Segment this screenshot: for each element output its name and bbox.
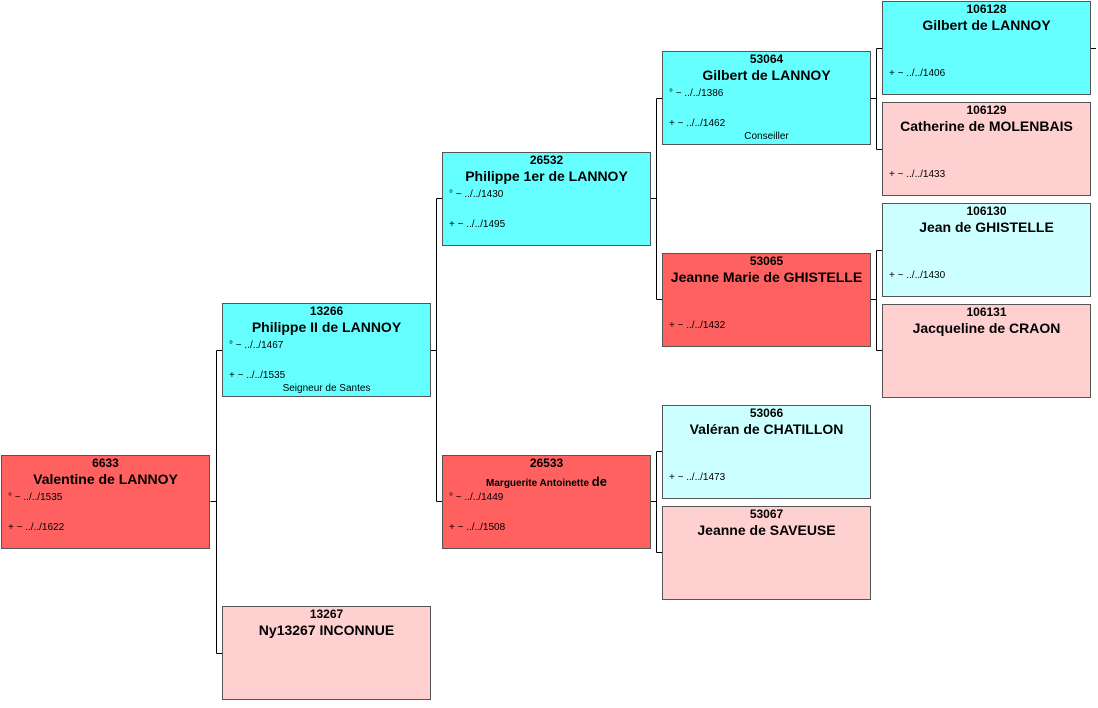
person-card-26532[interactable]: 26532 Philippe 1er de LANNOY ° ~ ../../1… <box>442 152 651 246</box>
person-card-106129[interactable]: 106129 Catherine de MOLENBAIS + ~ ../../… <box>882 102 1091 196</box>
death-date: + ~ ../../1495 <box>449 219 506 230</box>
sosa-number: 6633 <box>92 456 119 470</box>
sosa-number: 106129 <box>966 103 1007 117</box>
birth-date: ° ~ ../../1430 <box>449 189 504 200</box>
death-date: + ~ ../../1508 <box>449 522 506 533</box>
person-card-13267[interactable]: 13267 Ny13267 INCONNUE <box>222 606 431 700</box>
person-name: Jacqueline de CRAON <box>912 320 1061 336</box>
person-name: Philippe 1er de LANNOY <box>465 168 628 184</box>
person-name: Gilbert de LANNOY <box>702 67 831 83</box>
death-date: + ~ ../../1535 <box>229 370 286 381</box>
birth-date: ° ~ ../../1449 <box>449 492 504 503</box>
death-date: + ~ ../../1622 <box>8 522 65 533</box>
death-date: + ~ ../../1462 <box>669 118 726 129</box>
person-name: Valentine de LANNOY <box>33 471 178 487</box>
death-date: + ~ ../../1433 <box>889 169 946 180</box>
person-name: Jeanne Marie de GHISTELLE <box>670 269 863 285</box>
person-name: Catherine de MOLENBAIS <box>900 118 1073 134</box>
death-date: + ~ ../../1430 <box>889 270 946 281</box>
sosa-number: 53065 <box>749 254 784 268</box>
person-card-53065[interactable]: 53065 Jeanne Marie de GHISTELLE + ~ ../.… <box>662 253 871 347</box>
sosa-number: 26532 <box>529 153 564 167</box>
person-name: Philippe II de LANNOY <box>251 319 402 335</box>
person-card-6633[interactable]: 6633 Valentine de LANNOY ° ~ ../../1535 … <box>1 455 210 549</box>
sosa-number: 106128 <box>966 2 1007 16</box>
person-card-53064[interactable]: 53064 Gilbert de LANNOY ° ~ ../../1386 +… <box>662 51 871 145</box>
person-name: Jean de GHISTELLE <box>919 219 1054 235</box>
person-name: Marguerite Antoinette de <box>443 473 650 492</box>
occupation-note: Conseiller <box>744 131 789 142</box>
person-name: Ny13267 INCONNUE <box>258 622 395 638</box>
occupation-note: Seigneur de Santes <box>282 383 371 394</box>
person-card-13266[interactable]: 13266 Philippe II de LANNOY ° ~ ../../14… <box>222 303 431 397</box>
person-name: Valéran de CHATILLON <box>689 421 844 437</box>
birth-date: ° ~ ../../1535 <box>8 492 63 503</box>
sosa-number: 106131 <box>966 305 1007 319</box>
birth-date: ° ~ ../../1386 <box>669 88 724 99</box>
sosa-number: 53067 <box>749 507 784 521</box>
sosa-number: 106130 <box>966 204 1007 218</box>
person-name-main: Marguerite Antoinette <box>486 478 589 489</box>
birth-date: ° ~ ../../1467 <box>229 340 284 351</box>
person-name: Gilbert de LANNOY <box>922 17 1051 33</box>
death-date: + ~ ../../1432 <box>669 320 726 331</box>
sosa-number: 13266 <box>309 304 344 318</box>
person-card-106131[interactable]: 106131 Jacqueline de CRAON <box>882 304 1091 398</box>
person-name: Jeanne de SAVEUSE <box>697 522 836 538</box>
person-card-26533[interactable]: 26533 Marguerite Antoinette de ° ~ ../..… <box>442 455 651 549</box>
person-name-tail: de <box>591 474 607 489</box>
person-card-106128[interactable]: 106128 Gilbert de LANNOY + ~ ../../1406 <box>882 1 1091 95</box>
sosa-number: 53064 <box>749 52 784 66</box>
person-card-106130[interactable]: 106130 Jean de GHISTELLE + ~ ../../1430 <box>882 203 1091 297</box>
person-card-53066[interactable]: 53066 Valéran de CHATILLON + ~ ../../147… <box>662 405 871 499</box>
person-card-53067[interactable]: 53067 Jeanne de SAVEUSE <box>662 506 871 600</box>
sosa-number: 53066 <box>749 406 784 420</box>
death-date: + ~ ../../1473 <box>669 472 726 483</box>
death-date: + ~ ../../1406 <box>889 68 946 79</box>
sosa-number: 13267 <box>309 607 344 621</box>
sosa-number: 26533 <box>529 456 564 470</box>
